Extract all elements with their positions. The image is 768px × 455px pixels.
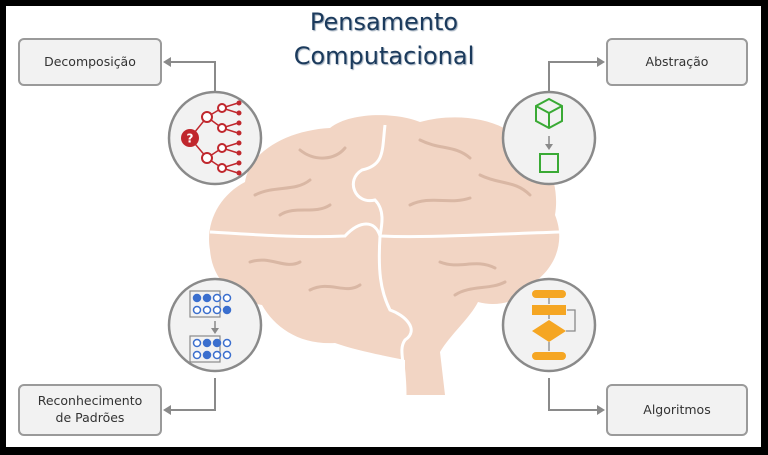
puzzle-lines [209, 124, 561, 396]
brain-folds [248, 138, 532, 297]
cube-to-square-icon [535, 97, 563, 173]
arrowhead-algorithms [597, 405, 605, 415]
connector-algorithms [548, 378, 598, 411]
pattern-recognition-box: Reconhecimento de Padrões [18, 384, 162, 436]
decomposition-box: Decomposição [18, 38, 162, 86]
arrowhead-abstraction [597, 57, 605, 67]
pattern-recognition-label-line-2: de Padrões [55, 410, 125, 425]
connector-decomposition [170, 61, 216, 92]
decomposition-label: Decomposição [44, 53, 136, 69]
pattern-recognition-label-line-1: Reconhecimento [37, 393, 143, 409]
algorithms-box: Algoritmos [606, 384, 748, 436]
connector-abstraction [548, 61, 598, 92]
flowchart-icon [532, 290, 576, 360]
arrowhead-decomposition [163, 57, 171, 67]
algorithms-label: Algoritmos [643, 401, 711, 417]
tree-decomposition-icon: ? [181, 100, 242, 176]
abstraction-arrow [545, 136, 553, 150]
brain-puzzle-illustration [209, 115, 561, 396]
arrowhead-pattern [163, 405, 171, 415]
abstraction-label: Abstração [645, 53, 709, 69]
svg-text:?: ? [187, 132, 194, 146]
connector-arrowheads [163, 57, 605, 415]
dot-grid-pattern-icon [189, 290, 232, 363]
diagram-title-line-1: Pensamento [309, 8, 459, 36]
diagram-title-line-2: Computacional [293, 42, 475, 70]
abstraction-box: Abstração [606, 38, 748, 86]
connector-pattern [170, 378, 216, 411]
connectors [170, 61, 598, 411]
